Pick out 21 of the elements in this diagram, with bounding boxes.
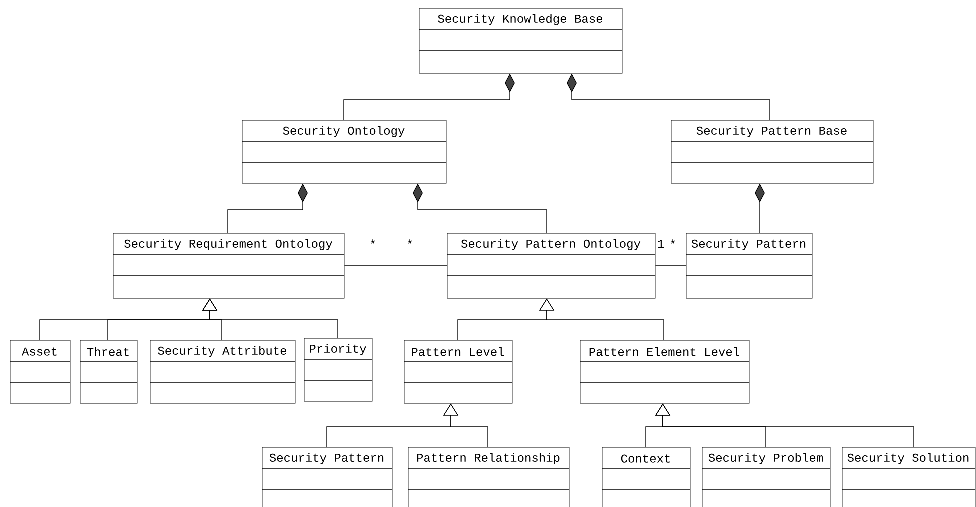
multiplicity-label: 1 (658, 240, 664, 248)
multiplicity-label: * (408, 240, 412, 244)
class-box: Asset (10, 340, 71, 404)
class-box: Security Pattern (686, 233, 813, 299)
multiplicity-label: * (670, 240, 676, 244)
class-box: Pattern Element Level (580, 340, 750, 404)
class-box: Pattern Relationship (408, 447, 570, 507)
class-box: Threat (80, 340, 138, 404)
class-box: Security Ontology (242, 120, 447, 184)
class-box: Security Pattern Ontology (446, 233, 656, 299)
class-box: Security Knowledge Base (418, 8, 623, 74)
class-box: Security Solution (842, 447, 976, 507)
class-box: Security Requirement Ontology (112, 233, 345, 299)
multiplicity-label: * (370, 240, 376, 244)
class-box: Security Problem (702, 447, 831, 507)
class-box: Security Attribute (150, 340, 296, 404)
class-box: Pattern Level (404, 340, 513, 404)
class-box: Context (602, 447, 691, 507)
class-box: Security Pattern Base (670, 120, 874, 184)
class-box: Security Pattern (262, 447, 393, 507)
class-box: Priority (304, 338, 373, 402)
